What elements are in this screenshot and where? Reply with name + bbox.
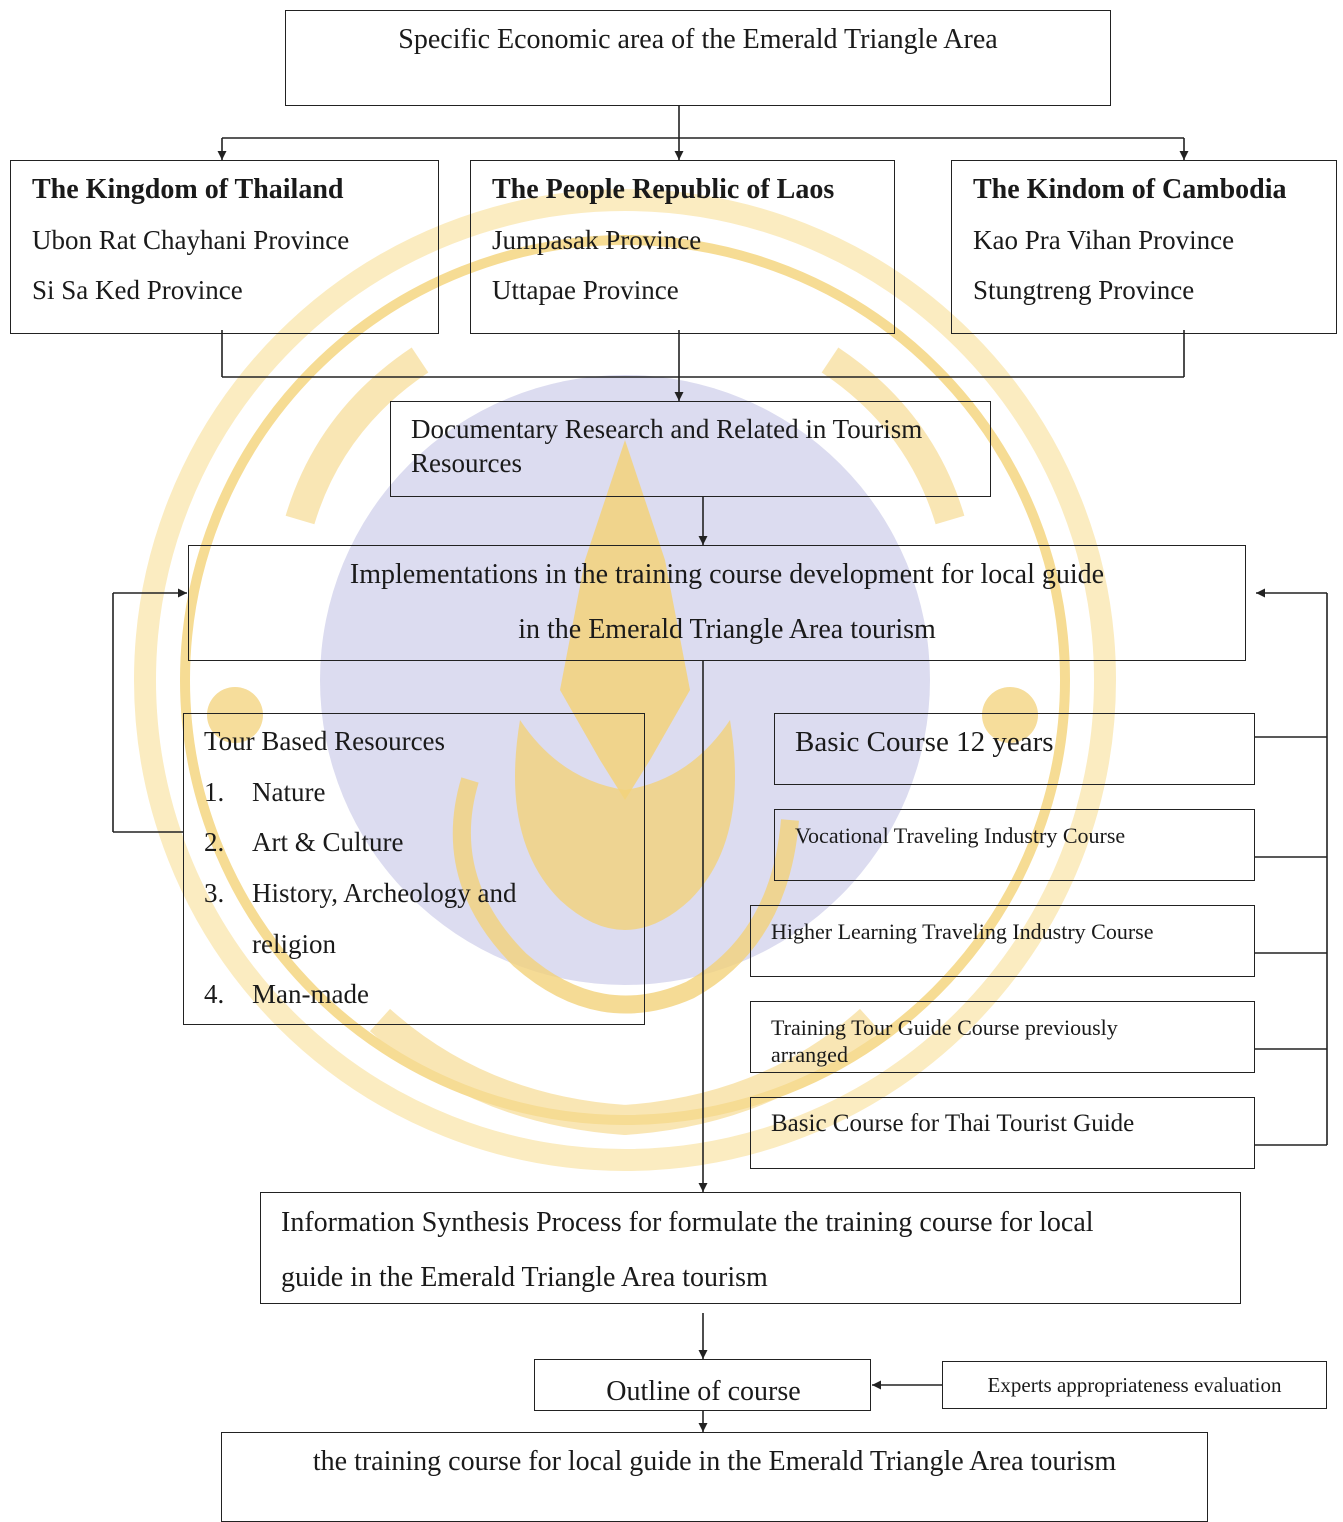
province-ubon: Ubon Rat Chayhani Province <box>32 225 350 255</box>
resource-nature: Nature <box>252 777 326 807</box>
implementation-line2: in the Emerald Triangle Area tourism <box>518 614 936 645</box>
experts-box <box>942 1361 1327 1409</box>
course-thai-guide: Basic Course for Thai Tourist Guide <box>771 1110 1135 1137</box>
final-course-label: the training course for local guide in t… <box>312 1446 1117 1477</box>
documentary-line2: Resources <box>411 448 522 478</box>
course-higher: Higher Learning Traveling Industry Cours… <box>771 919 1154 944</box>
documentary-research-box <box>390 401 991 497</box>
synthesis-line1: Information Synthesis Process for formul… <box>281 1207 1094 1238</box>
course-training-cont: arranged <box>771 1042 848 1067</box>
country-box-thailand <box>10 160 439 334</box>
course-box-vocational <box>774 809 1255 881</box>
experts-label: Experts appropriateness evaluation <box>987 1373 1282 1397</box>
resource-num-2: 2. <box>204 827 225 857</box>
course-vocational: Vocational Traveling Industry Course <box>795 823 1126 848</box>
country-name-cambodia: The Kindom of Cambodia <box>973 174 1287 205</box>
province-sisaked: Si Sa Ked Province <box>32 275 243 305</box>
tour-resources-title: Tour Based Resources <box>204 726 446 756</box>
resource-art-culture: Art & Culture <box>252 827 404 857</box>
economic-area-title: Specific Economic area of the Emerald Tr… <box>398 24 998 55</box>
resource-num-4: 4. <box>204 979 225 1009</box>
documentary-line1: Documentary Research and Related in Tour… <box>411 414 923 444</box>
province-stungtreng: Stungtreng Province <box>973 275 1195 305</box>
resource-num-3: 3. <box>204 878 225 908</box>
course-basic-12: Basic Course 12 years <box>795 726 1054 758</box>
tour-resources-box <box>183 713 645 1025</box>
implementation-box <box>188 545 1246 661</box>
resource-history-cont: religion <box>252 929 336 959</box>
economic-area-box <box>285 10 1111 106</box>
resource-history: History, Archeology and <box>252 878 517 908</box>
country-name-thailand: The Kingdom of Thailand <box>32 174 344 205</box>
province-kaopravihan: Kao Pra Vihan Province <box>973 225 1235 255</box>
resource-num-1: 1. <box>204 777 225 807</box>
country-box-cambodia <box>951 160 1337 334</box>
course-training: Training Tour Guide Course previously <box>771 1015 1118 1040</box>
synthesis-line2: guide in the Emerald Triangle Area touri… <box>281 1262 768 1293</box>
resource-man-made: Man-made <box>252 979 369 1009</box>
country-name-laos: The People Republic of Laos <box>492 174 835 205</box>
course-box-basic-12 <box>774 713 1255 785</box>
province-jumpasak: Jumpasak Province <box>492 225 702 255</box>
implementation-line1: Implementations in the training course d… <box>349 559 1105 590</box>
province-uttapae: Uttapae Province <box>492 275 679 305</box>
outline-label: Outline of course <box>606 1376 801 1407</box>
course-box-higher <box>750 905 1255 977</box>
country-box-laos <box>470 160 895 334</box>
course-box-thai-guide <box>750 1097 1255 1169</box>
synthesis-box <box>260 1192 1241 1304</box>
course-box-training <box>750 1001 1255 1073</box>
outline-box: Outline of course <box>534 1359 871 1411</box>
